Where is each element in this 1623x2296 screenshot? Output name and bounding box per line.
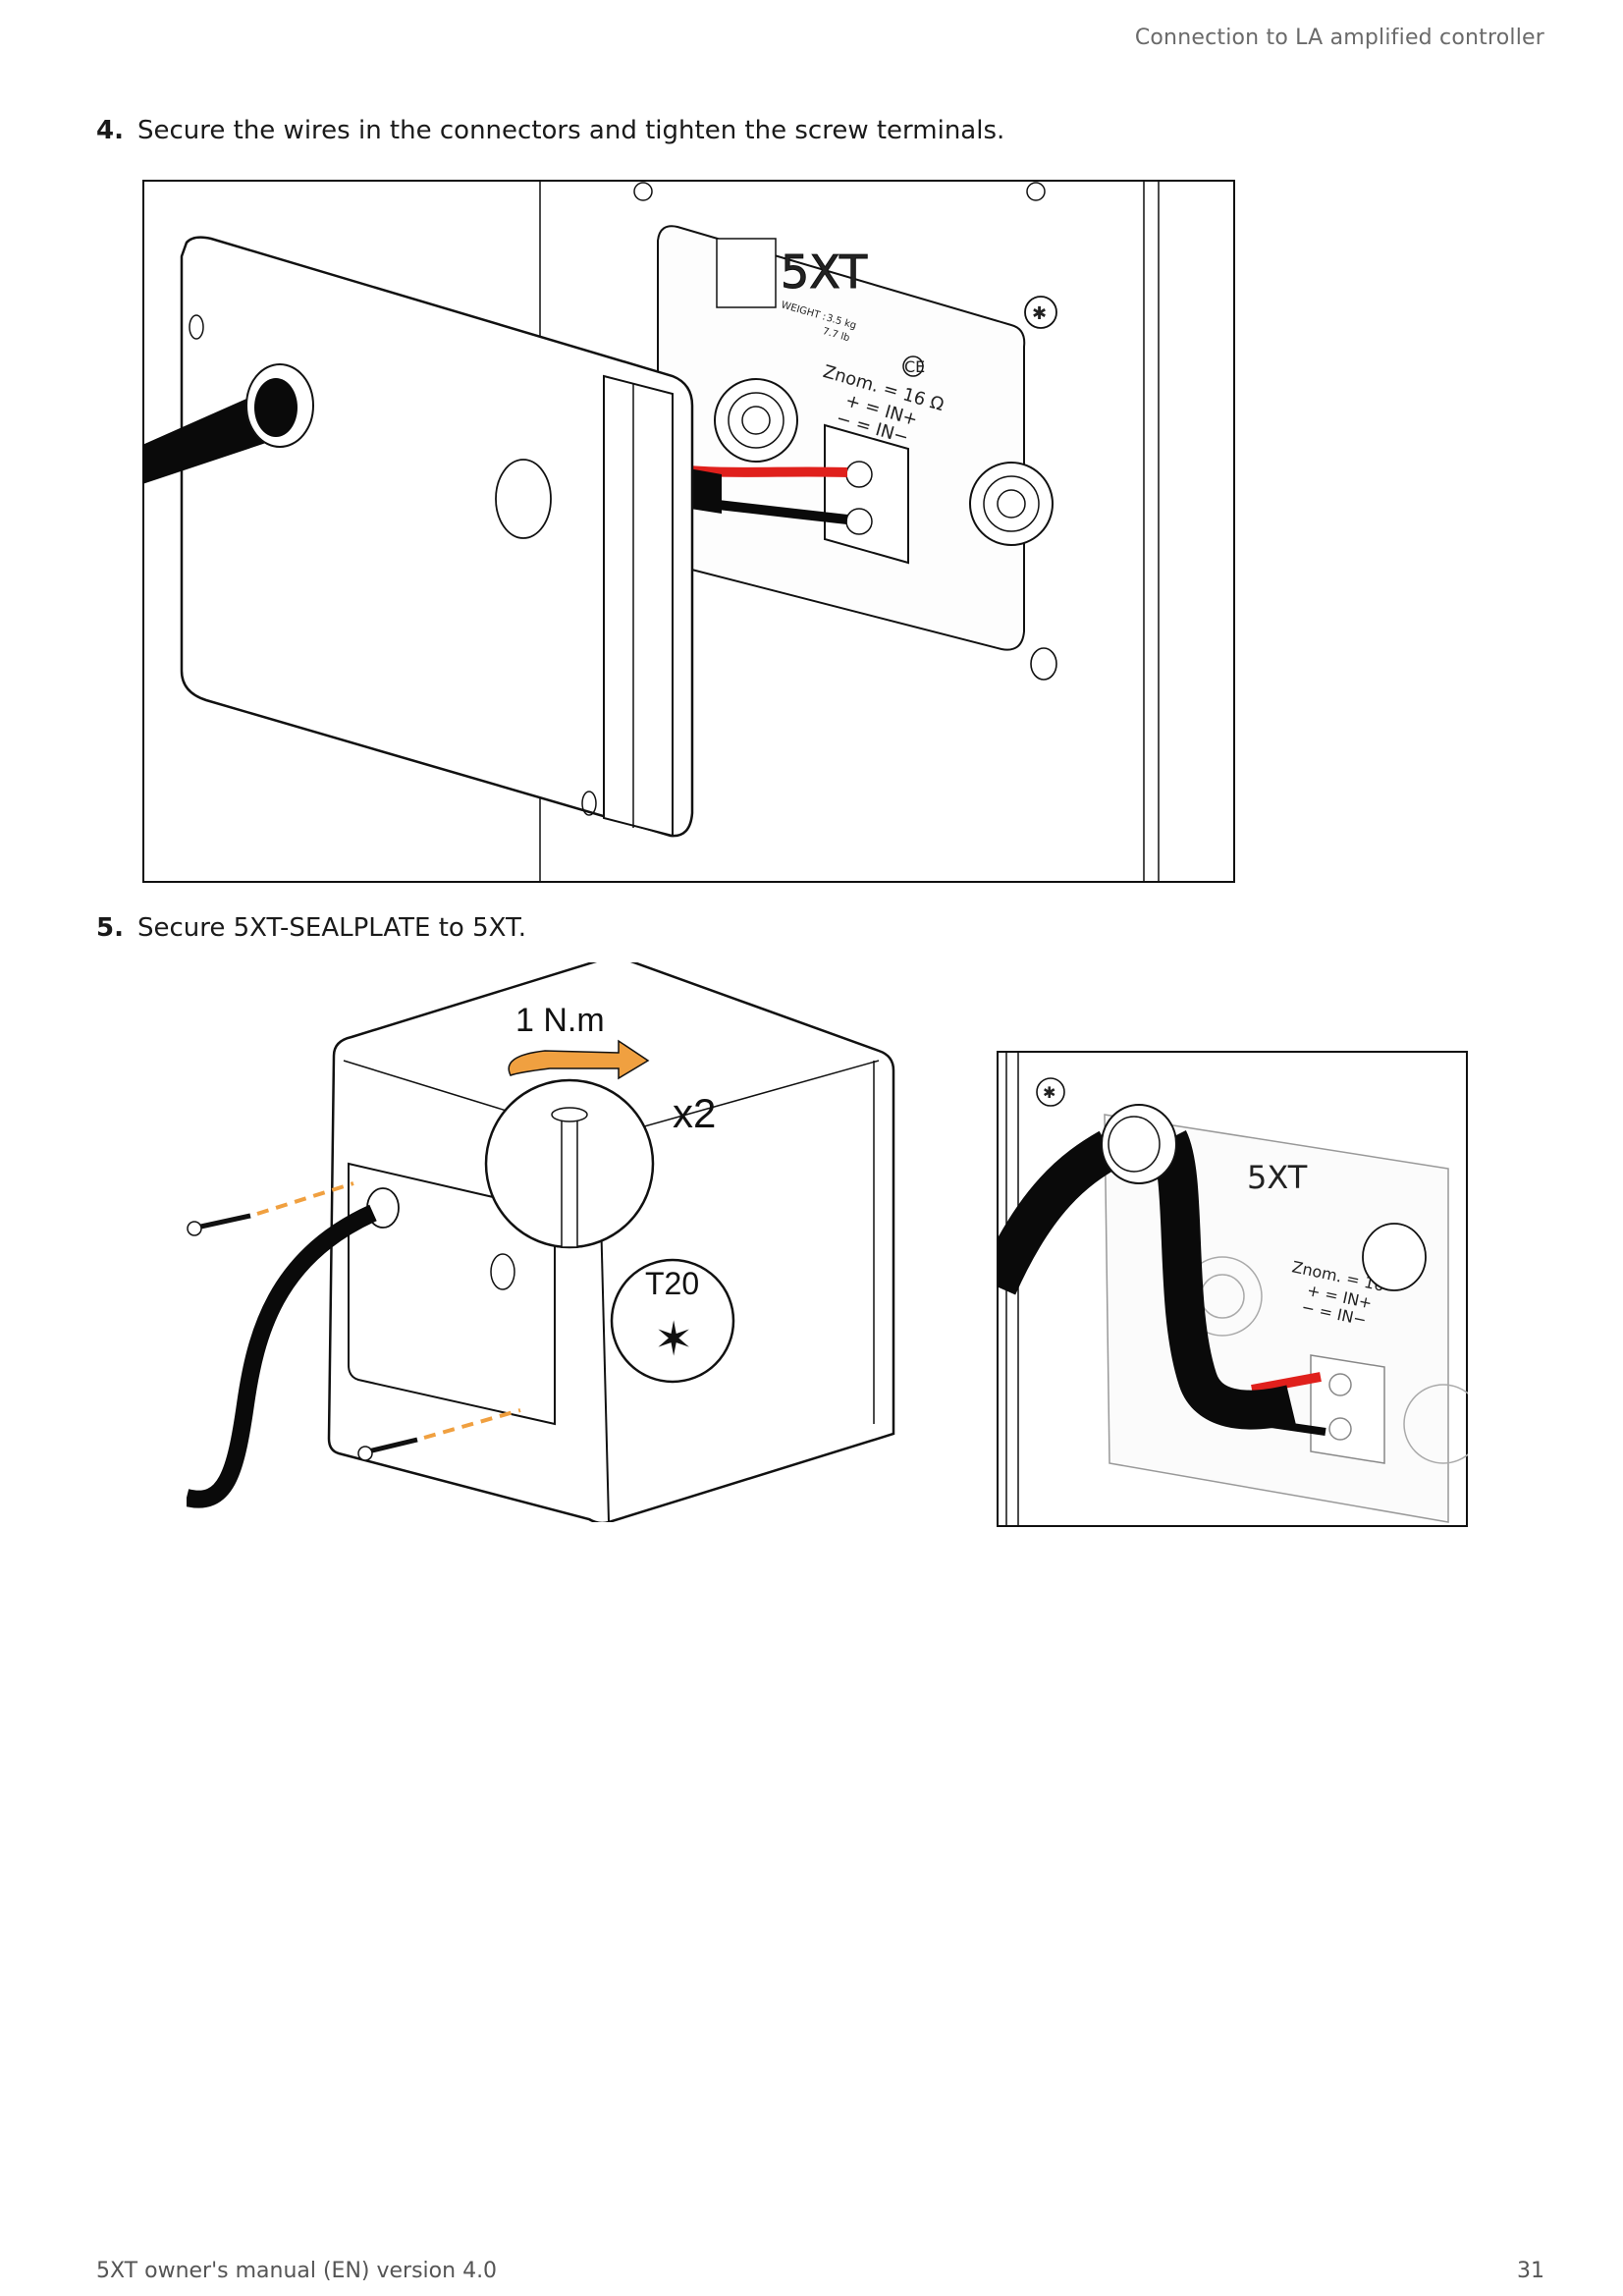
closeup-panel-model: 5XT: [1247, 1159, 1308, 1196]
step-4-text: Secure the wires in the connectors and t…: [136, 116, 1005, 145]
running-head: Connection to LA amplified controller: [1134, 26, 1544, 50]
torx-screw-icon: ✱: [1032, 303, 1047, 324]
torque-label: 1 N.m: [515, 1002, 605, 1039]
figure-sealplate-mounting: 1 N.m x2 T20 ✶: [187, 962, 913, 1522]
figure-wiring-connectors: 5XT WEIGHT : 3.5 kg 7.7 lb Znom. = 16 Ω …: [142, 180, 1235, 883]
panel-model-label: 5XT: [781, 246, 868, 299]
tool-label: T20: [645, 1266, 699, 1301]
torx-bit-icon: ✶: [654, 1314, 693, 1366]
step-5-text: Secure 5XT-SEALPLATE to 5XT.: [136, 913, 527, 943]
step-4: 4. Secure the wires in the connectors and…: [96, 116, 1004, 145]
figure-sealplate-closeup: ✱ 5XT Znom. = 16 + = IN+ − = IN−: [997, 1051, 1468, 1527]
footer-manual: 5XT owner's manual (EN) version 4.0: [96, 2259, 498, 2283]
step-5: 5. Secure 5XT-SEALPLATE to 5XT.: [96, 913, 526, 943]
ce-mark: CE: [904, 357, 925, 376]
step-4-number: 4.: [96, 116, 124, 145]
quantity-label: x2: [673, 1090, 716, 1136]
torx-screw-icon-closeup: ✱: [1043, 1083, 1055, 1102]
step-5-number: 5.: [96, 913, 124, 943]
page-number: 31: [1517, 2259, 1544, 2283]
